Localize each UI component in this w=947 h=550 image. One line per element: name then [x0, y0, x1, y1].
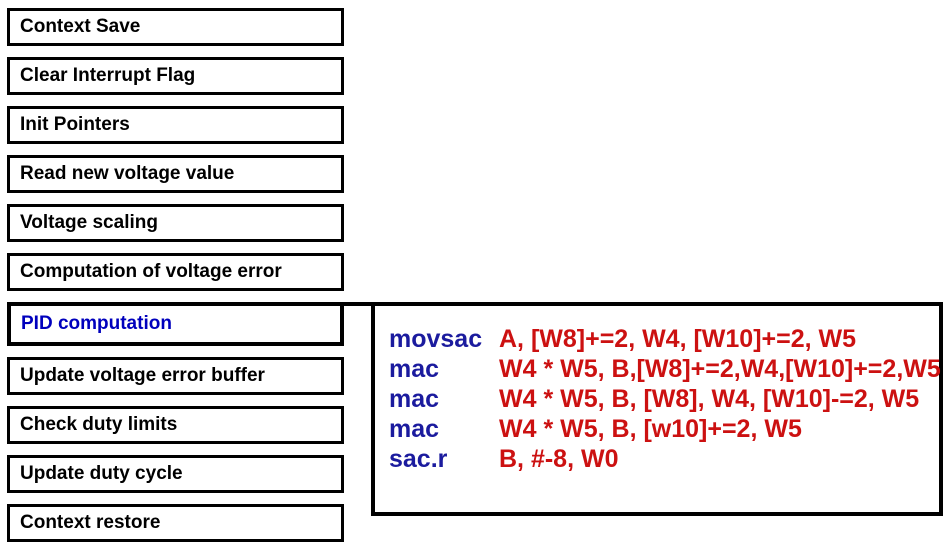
- code-operands: W4 * W5, B, [w10]+=2, W5: [499, 415, 802, 443]
- flow-step-update-voltage-error-buffer: Update voltage error buffer: [7, 357, 344, 395]
- flow-step-label: Voltage scaling: [20, 212, 158, 233]
- code-mnemonic: mac: [389, 415, 440, 443]
- flow-step-label: Read new voltage value: [20, 163, 235, 184]
- flow-step-read-new-voltage-value: Read new voltage value: [7, 155, 344, 193]
- flow-step-pid-computation: PID computation: [7, 302, 344, 346]
- flow-step-computation-of-voltage-error: Computation of voltage error: [7, 253, 344, 291]
- flow-step-label: Context restore: [20, 512, 161, 533]
- flow-step-voltage-scaling: Voltage scaling: [7, 204, 344, 242]
- code-mnemonic: movsac: [389, 325, 483, 353]
- code-line: mac W4 * W5, B, [W8], W4, [W10]-=2, W5: [389, 384, 939, 414]
- code-line: mac W4 * W5, B, [w10]+=2, W5: [389, 414, 939, 444]
- flow-step-label: Context Save: [20, 16, 141, 37]
- code-line: movsac A, [W8]+=2, W4, [W10]+=2, W5: [389, 324, 939, 354]
- flow-step-label: Check duty limits: [20, 414, 178, 435]
- pid-to-code-connector-line: [340, 302, 375, 306]
- code-mnemonic: sac.r: [389, 445, 448, 473]
- flow-step-label: Update voltage error buffer: [20, 365, 265, 386]
- code-mnemonic: mac: [389, 355, 440, 383]
- flow-step-clear-interrupt-flag: Clear Interrupt Flag: [7, 57, 344, 95]
- code-mnemonic: mac: [389, 385, 440, 413]
- flow-step-update-duty-cycle: Update duty cycle: [7, 455, 344, 493]
- flow-step-label: PID computation: [21, 313, 172, 334]
- code-operands: W4 * W5, B,[W8]+=2,W4,[W10]+=2,W5: [499, 355, 941, 383]
- flow-step-column: Context Save Clear Interrupt Flag Init P…: [7, 8, 344, 550]
- code-operands: A, [W8]+=2, W4, [W10]+=2, W5: [499, 325, 857, 353]
- flow-step-check-duty-limits: Check duty limits: [7, 406, 344, 444]
- flow-step-label: Init Pointers: [20, 114, 130, 135]
- code-operands: B, #-8, W0: [499, 445, 619, 473]
- flow-step-label: Computation of voltage error: [20, 261, 282, 282]
- flow-step-label: Clear Interrupt Flag: [20, 65, 196, 86]
- code-line: sac.r B, #-8, W0: [389, 444, 939, 474]
- flow-step-context-save: Context Save: [7, 8, 344, 46]
- flow-step-context-restore: Context restore: [7, 504, 344, 542]
- flow-step-init-pointers: Init Pointers: [7, 106, 344, 144]
- flow-step-label: Update duty cycle: [20, 463, 183, 484]
- code-operands: W4 * W5, B, [W8], W4, [W10]-=2, W5: [499, 385, 920, 413]
- code-line: mac W4 * W5, B,[W8]+=2,W4,[W10]+=2,W5: [389, 354, 941, 384]
